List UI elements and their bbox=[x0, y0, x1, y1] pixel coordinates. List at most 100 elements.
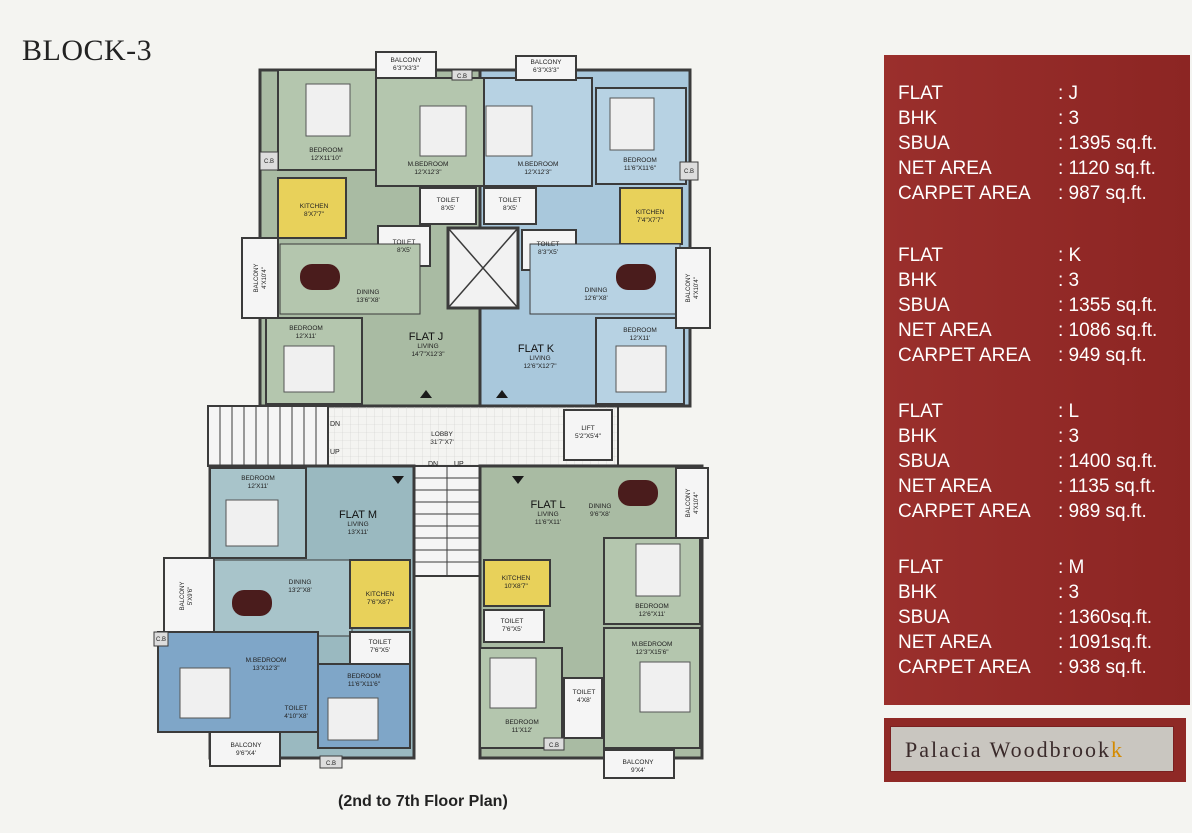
cb-2-label: C.B bbox=[264, 159, 274, 165]
label-j-bed1: BEDROOM bbox=[309, 147, 343, 154]
label-k-bed2: BEDROOM bbox=[623, 327, 657, 334]
label-j-mbed: M.BEDROOM bbox=[408, 161, 449, 168]
brand-logo-text: Palacia Woodbrookk bbox=[905, 737, 1124, 763]
flat-details-l: FLAT: L BHK: 3 SBUA: 1400 sq.ft. NET ARE… bbox=[898, 399, 1188, 524]
cb-5-label: C.B bbox=[549, 743, 559, 749]
label-l-dining: DINING bbox=[589, 503, 612, 510]
bhk-value: : 3 bbox=[1058, 425, 1080, 447]
bed-m-2 bbox=[179, 667, 231, 719]
size-l-bed1: 12'6"X11' bbox=[639, 611, 666, 618]
bhk-label: BHK bbox=[898, 107, 938, 129]
label-l-toilet1: TOILET bbox=[501, 618, 524, 625]
flat-details-m: FLAT: M BHK: 3 SBUA: 1360sq.ft. NET AREA… bbox=[898, 555, 1188, 680]
bhk-label: BHK bbox=[898, 425, 938, 447]
flat-m-name: FLAT M bbox=[339, 509, 377, 521]
net-area-value: : 1091sq.ft. bbox=[1058, 631, 1153, 653]
size-m-mbed: 13'X12'3" bbox=[252, 665, 280, 672]
flat-k-living: LIVING bbox=[529, 355, 550, 362]
carpet-area-value: : 938 sq.ft. bbox=[1058, 656, 1147, 678]
label-j-toilet1: TOILET bbox=[437, 197, 460, 204]
size-m-kitchen: 7'6"X8'7" bbox=[367, 599, 394, 606]
cb-6-label: C.B bbox=[156, 637, 166, 643]
label-l-toilet2: TOILET bbox=[573, 689, 596, 696]
dining-table-l bbox=[618, 480, 658, 506]
label-k-toilet1: TOILET bbox=[499, 197, 522, 204]
size-k-bed1: 11'6"X11'6" bbox=[624, 165, 657, 172]
room-m-toilet-1 bbox=[349, 631, 411, 665]
flat-label: FLAT bbox=[898, 244, 944, 266]
bed-k-2 bbox=[609, 97, 655, 151]
brand-logo: Palacia Woodbrookk bbox=[884, 718, 1186, 782]
brand-logo-plate: Palacia Woodbrookk bbox=[890, 726, 1174, 772]
arrow-k bbox=[496, 390, 508, 398]
size-m-balcony-left: 5'X9'6" bbox=[188, 587, 194, 605]
bed-l-2 bbox=[639, 661, 691, 713]
carpet-area-label: CARPET AREA bbox=[898, 500, 1031, 522]
floor-plan: BEDROOM 12'X11'10" M.BEDROOM 12'X12'3" K… bbox=[153, 51, 711, 779]
plan-caption: (2nd to 7th Floor Plan) bbox=[338, 793, 508, 810]
balcony-k-top bbox=[515, 55, 577, 81]
room-j-toilet-1 bbox=[419, 187, 477, 225]
stair-up-central: UP bbox=[454, 461, 464, 468]
net-area-value: : 1086 sq.ft. bbox=[1058, 319, 1158, 341]
bhk-value: : 3 bbox=[1058, 581, 1080, 603]
net-area-label: NET AREA bbox=[898, 631, 992, 653]
net-area-value: : 1135 sq.ft. bbox=[1058, 475, 1156, 497]
flat-value: : K bbox=[1058, 244, 1082, 266]
size-j-kitchen: 8'X7'7" bbox=[304, 211, 325, 218]
size-k-mbed: 12'X12'3" bbox=[524, 169, 552, 176]
size-k-toilet1: 8'X5' bbox=[503, 205, 517, 212]
balcony-j-left bbox=[241, 237, 279, 319]
flat-details-j: FLAT: J BHK: 3 SBUA: 1395 sq.ft. NET ARE… bbox=[898, 81, 1188, 206]
room-l-toilet-2 bbox=[563, 677, 603, 739]
bed-k-1 bbox=[485, 105, 533, 157]
flat-label: FLAT bbox=[898, 400, 944, 422]
size-k-balcony-right: 4'X10'4" bbox=[694, 277, 700, 299]
bed-l-3 bbox=[489, 657, 537, 709]
flat-l-name: FLAT L bbox=[530, 499, 565, 511]
size-j-balcony-top: 6'3"X3'3" bbox=[393, 65, 420, 72]
bed-j-1 bbox=[305, 83, 351, 137]
size-k-toilet2: 8'3"X5' bbox=[538, 249, 558, 256]
carpet-area-value: : 949 sq.ft. bbox=[1058, 344, 1147, 366]
size-m-balcony-bottom: 9'6"X4' bbox=[236, 750, 256, 757]
size-k-kitchen: 7'4"X7'7" bbox=[637, 217, 664, 224]
balcony-l-bottom bbox=[603, 749, 675, 779]
size-j-bed2: 12'X11' bbox=[296, 333, 317, 340]
label-m-balcony-bottom: BALCONY bbox=[230, 742, 262, 749]
balcony-k-right bbox=[675, 247, 711, 329]
sbua-label: SBUA bbox=[898, 450, 950, 472]
label-k-bed1: BEDROOM bbox=[623, 157, 657, 164]
label-k-balcony-top: BALCONY bbox=[530, 59, 562, 66]
label-j-balcony-top: BALCONY bbox=[390, 57, 422, 64]
cb-4-label: C.B bbox=[326, 761, 336, 767]
size-m-bed1: 12'X11' bbox=[248, 483, 269, 490]
cb-3 bbox=[679, 161, 699, 181]
size-k-dining: 12'6"X8' bbox=[584, 295, 608, 302]
area-details-panel: FLAT : J BHK : 3 SBUA : 1395 sq.ft. NET ARE… bbox=[884, 55, 1190, 705]
flat-k-living-size: 12'6"X12'7" bbox=[523, 363, 557, 370]
bhk-value: : 3 bbox=[1058, 107, 1080, 129]
cb-1 bbox=[451, 69, 473, 81]
label-m-bed2: BEDROOM bbox=[347, 673, 381, 680]
net-area-label: NET AREA bbox=[898, 319, 992, 341]
flat-value: : J bbox=[1058, 82, 1079, 104]
size-m-bed2: 11'6"X11'6" bbox=[348, 681, 381, 688]
label-j-bed2: BEDROOM bbox=[289, 325, 323, 332]
label-m-balcony-left: BALCONY bbox=[180, 582, 186, 611]
flat-value: : L bbox=[1058, 400, 1080, 422]
balcony-j-top bbox=[375, 51, 437, 79]
arrow-l bbox=[512, 476, 524, 484]
bhk-label: BHK bbox=[898, 581, 938, 603]
size-l-dining: 9'6"X8' bbox=[590, 511, 610, 518]
carpet-area-label: CARPET AREA bbox=[898, 656, 1031, 678]
lift-box bbox=[563, 409, 613, 461]
dining-table-m bbox=[232, 590, 272, 616]
size-l-bed2: 11'X12' bbox=[512, 727, 533, 734]
size-j-bed1: 12'X11'10" bbox=[311, 155, 342, 162]
sbua-value: : 1395 sq.ft. bbox=[1058, 132, 1158, 154]
balcony-m-left bbox=[163, 557, 215, 633]
label-m-mbed: M.BEDROOM bbox=[246, 657, 287, 664]
stair-up-top: UP bbox=[330, 449, 340, 456]
dining-table-k bbox=[616, 264, 656, 290]
